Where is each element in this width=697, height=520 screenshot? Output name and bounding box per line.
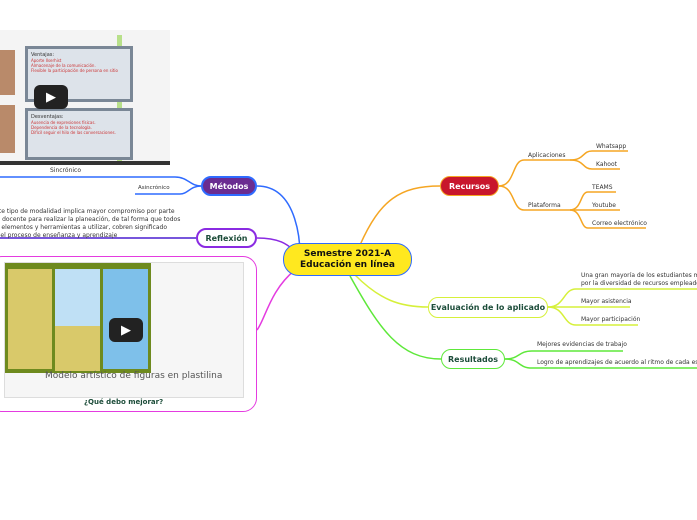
- leaf-kahoot[interactable]: Kahoot: [596, 161, 618, 168]
- node-recursos[interactable]: Recursos: [440, 176, 499, 196]
- play-icon[interactable]: ▶: [34, 85, 68, 109]
- node-evaluacion[interactable]: Evaluación de lo aplicado: [428, 297, 548, 318]
- ventaja-item: Flexible la participación de persona en …: [31, 68, 118, 73]
- video-controls-bar[interactable]: [0, 161, 170, 165]
- video-reflexion[interactable]: ▶ Modelo artístico de figuras en plastil…: [4, 262, 244, 398]
- leaf-aplicaciones[interactable]: Aplicaciones: [528, 152, 566, 159]
- desventajas-card: Desventajas: Ausencia de expresiones fís…: [25, 108, 133, 160]
- desventajas-title: Desventajas:: [31, 114, 64, 120]
- leaf-plataforma[interactable]: Plataforma: [528, 202, 561, 209]
- leaf-mayor-asistencia[interactable]: Mayor asistencia: [581, 298, 632, 305]
- video-thumbnail: [5, 263, 151, 373]
- desventaja-item: Dependencia de la tecnología.: [31, 125, 92, 130]
- ventaja-item: Almacenaje de la comunicación.: [31, 63, 96, 68]
- ventaja-item: Aporte Ilserhist: [31, 58, 62, 63]
- leaf-evaluacion-1b[interactable]: por la diversidad de recursos empleados: [581, 280, 697, 287]
- central-title-line2: Educación en línea: [300, 259, 395, 270]
- leaf-asincronico[interactable]: Asincrónico: [138, 185, 170, 191]
- avatar-image: [0, 50, 15, 95]
- reflexion-line: los elementos y herramientas a utilizar,…: [0, 224, 168, 231]
- video-metodos[interactable]: Ventajas: Aporte Ilserhist Almacenaje de…: [0, 30, 170, 165]
- node-metodos[interactable]: Métodos: [201, 176, 257, 196]
- leaf-logro-aprendizajes[interactable]: Logro de aprendizajes de acuerdo al ritm…: [537, 359, 697, 366]
- desventaja-item: Ausencia de expresiones físicas.: [31, 120, 96, 125]
- leaf-whatsapp[interactable]: Whatsapp: [596, 143, 627, 150]
- leaf-youtube[interactable]: Youtube: [592, 202, 616, 209]
- central-title-line1: Semestre 2021-A: [303, 248, 392, 259]
- reflexion-text: Este tipo de modalidad implica mayor com…: [0, 208, 180, 240]
- leaf-correo[interactable]: Correo electrónico: [592, 220, 647, 227]
- leaf-mayor-participacion[interactable]: Mayor participación: [581, 316, 641, 323]
- node-central[interactable]: Semestre 2021-A Educación en línea: [283, 243, 412, 276]
- question-label: ¿Qué debo mejorar?: [84, 398, 164, 406]
- video-frame-reflexion: [0, 256, 257, 412]
- ventajas-title: Ventajas:: [31, 52, 55, 58]
- video-caption: Modelo artístico de figuras en plastilin…: [45, 371, 223, 381]
- node-reflexion[interactable]: Reflexión: [196, 228, 257, 248]
- leaf-evaluacion-1a[interactable]: Una gran mayoría de los estudiantes most: [581, 272, 697, 279]
- leaf-sincronico[interactable]: Sincrónico: [50, 167, 82, 174]
- leaf-mejores-evidencias[interactable]: Mejores evidencias de trabajo: [537, 341, 627, 348]
- play-icon[interactable]: ▶: [109, 318, 143, 342]
- reflexion-line: del docente para realizar la planeación,…: [0, 216, 181, 223]
- reflexion-line: en el proceso de enseñanza y aprendizaje: [0, 232, 118, 239]
- leaf-teams[interactable]: TEAMS: [592, 184, 613, 191]
- desventaja-item: Difícil seguir el hilo de las conversaci…: [31, 130, 116, 135]
- reflexion-line: Este tipo de modalidad implica mayor com…: [0, 208, 175, 215]
- ventajas-card: Ventajas: Aporte Ilserhist Almacenaje de…: [25, 46, 133, 102]
- avatar-image: [0, 105, 15, 153]
- node-resultados[interactable]: Resultados: [441, 349, 505, 369]
